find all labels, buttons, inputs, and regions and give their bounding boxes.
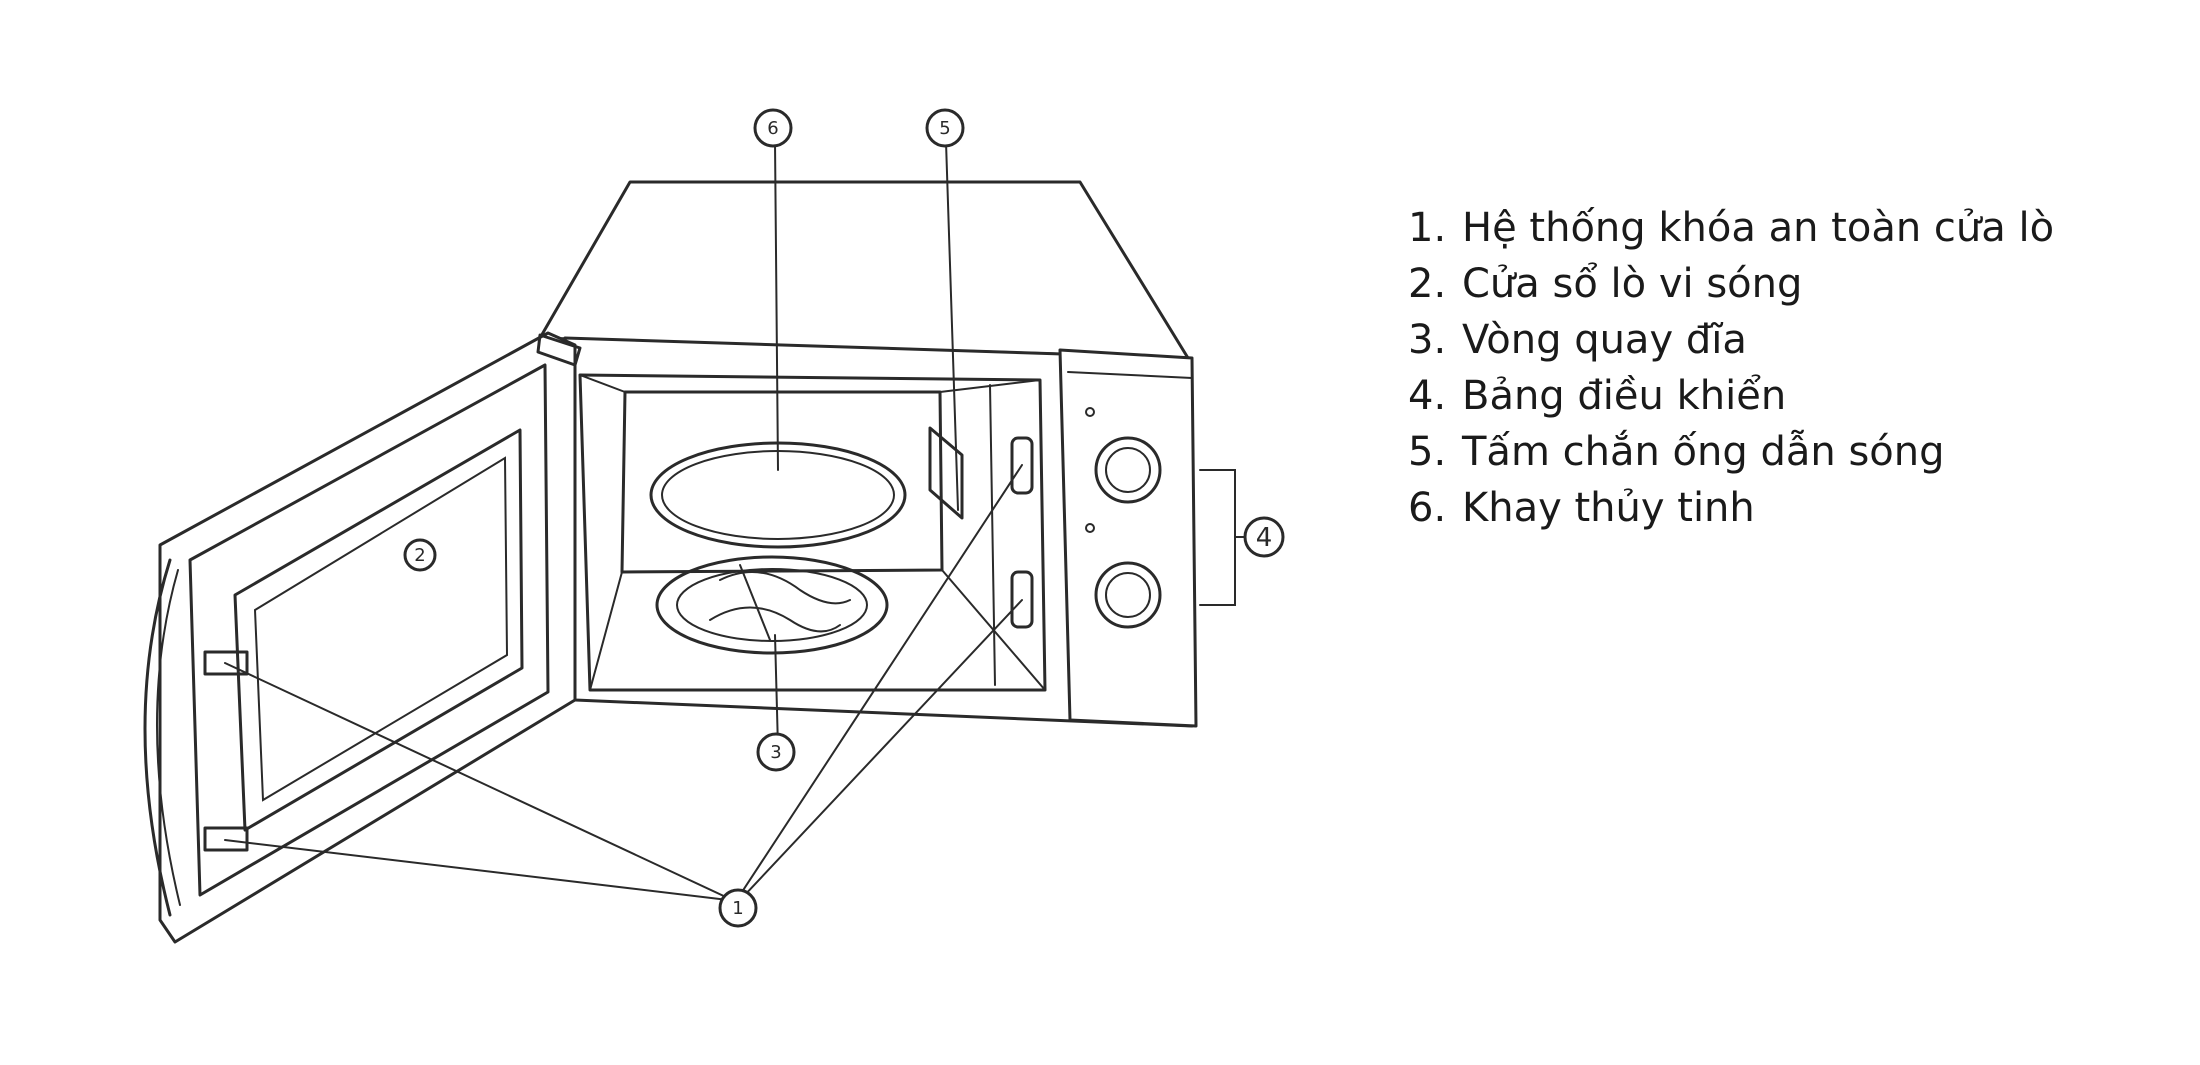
legend-text: Hệ thống khóa an toàn cửa lò (1462, 205, 2055, 251)
callout-2: 2 (403, 538, 437, 572)
legend-text: Tấm chắn ống dẫn sóng (1462, 429, 1945, 475)
legend-number: 4. (1408, 373, 1447, 419)
legend-item: 2. Cửa sổ lò vi sóng (1408, 256, 2054, 312)
legend-item: 1. Hệ thống khóa an toàn cửa lò (1408, 200, 2054, 256)
callout-6: 6 (753, 108, 793, 148)
legend-text: Vòng quay đĩa (1462, 317, 1747, 363)
callout-5: 5 (925, 108, 965, 148)
callout-1: 1 (718, 888, 758, 928)
door-lock-holes (1010, 436, 1034, 629)
legend-item: 3. Vòng quay đĩa (1408, 312, 2054, 368)
legend-list: 1. Hệ thống khóa an toàn cửa lò 2. Cửa sổ … (1408, 200, 2054, 536)
turntable-ring (655, 555, 889, 655)
door-latch-top (203, 650, 249, 676)
door-latch-bottom (203, 826, 249, 852)
svg-text:3: 3 (770, 742, 781, 763)
leader-lines (224, 141, 1251, 901)
svg-text:1: 1 (732, 898, 743, 919)
callout-3: 3 (756, 732, 796, 772)
legend-number: 3. (1408, 317, 1447, 363)
legend-number: 5. (1408, 429, 1447, 475)
oven-door (143, 331, 582, 944)
svg-text:4: 4 (1256, 523, 1273, 553)
oven-body (538, 180, 1198, 728)
svg-text:6: 6 (767, 118, 778, 139)
legend-item: 6. Khay thủy tinh (1408, 480, 2054, 536)
legend-text: Bảng điều khiển (1462, 373, 1787, 419)
legend-item: 4. Bảng điều khiển (1408, 368, 2054, 424)
svg-text:2: 2 (414, 545, 425, 566)
legend-number: 2. (1408, 261, 1447, 307)
control-panel (1058, 348, 1198, 728)
waveguide-cover (928, 426, 964, 520)
door-window (253, 456, 509, 802)
legend-item: 5. Tấm chắn ống dẫn sóng (1408, 424, 2054, 480)
svg-text:5: 5 (939, 118, 950, 139)
legend-text: Cửa sổ lò vi sóng (1462, 261, 1803, 307)
legend-number: 1. (1408, 205, 1447, 251)
control-knobs (1085, 407, 1162, 629)
legend-number: 6. (1408, 485, 1447, 531)
callout-4: 4 (1243, 516, 1285, 558)
legend-text: Khay thủy tinh (1462, 485, 1755, 531)
